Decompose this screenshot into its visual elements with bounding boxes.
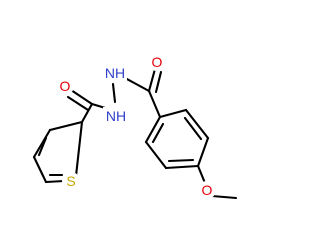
bond-c3-c4-double (37, 136, 48, 157)
molecule-structure-diagram: O NH NH O S O (32, 53, 238, 200)
bond-c5-s (44, 179, 66, 184)
bond-b6-b1 (144, 115, 162, 144)
atom-label-o-thiophene-carbonyl: O (56, 77, 74, 95)
benzene-ring (144, 108, 210, 170)
bond-carbonyl-o2 (147, 67, 157, 93)
bond-carbonyl-o-double (66, 95, 90, 112)
bond-b2-b3-double (183, 116, 203, 141)
bond-n-carbonyl (123, 76, 151, 93)
sulfur-label: S (66, 173, 75, 189)
nh-label: NH (106, 108, 126, 124)
bond-b4-b5 (164, 164, 200, 170)
atom-label-o-benzoyl-carbonyl: O (148, 53, 166, 71)
thiophene-ring (32, 120, 84, 184)
atom-label-s-thiophene: S (62, 172, 80, 190)
bond-o-methyl (210, 194, 238, 200)
oxygen-label: O (60, 78, 71, 94)
oxygen-label: O (152, 54, 163, 70)
nh-label: NH (105, 65, 125, 81)
atom-label-o-methoxy: O (198, 181, 216, 199)
bond-s-c2 (74, 120, 84, 178)
bond-b5-b6 (144, 140, 168, 170)
bond-carbonyl-ring (147, 89, 162, 119)
bond-c2-carbonyl (80, 102, 94, 124)
bond-b3-b4 (196, 136, 210, 168)
bond-c2-c3 (48, 120, 84, 132)
bond-b4-b5-double (167, 158, 195, 163)
benzoyl-carbonyl (123, 67, 163, 119)
atom-label-nh-top: NH (103, 64, 127, 82)
bond-carbonyl-o (69, 88, 94, 106)
methoxy-group (196, 164, 238, 200)
bond-ring-o-methoxy (196, 164, 207, 185)
oxygen-label: O (202, 182, 213, 198)
bond-b2-b3 (184, 108, 210, 140)
bond-n-n (111, 82, 117, 104)
atom-label-nh-left: NH (103, 107, 127, 125)
bond-c3-c4 (32, 128, 52, 159)
bond-b1-b2 (158, 108, 188, 119)
bond-b6-b1-double (151, 122, 165, 144)
bond-c4-c5 (32, 155, 48, 184)
bond-carbonyl-o2-double (154, 70, 163, 94)
